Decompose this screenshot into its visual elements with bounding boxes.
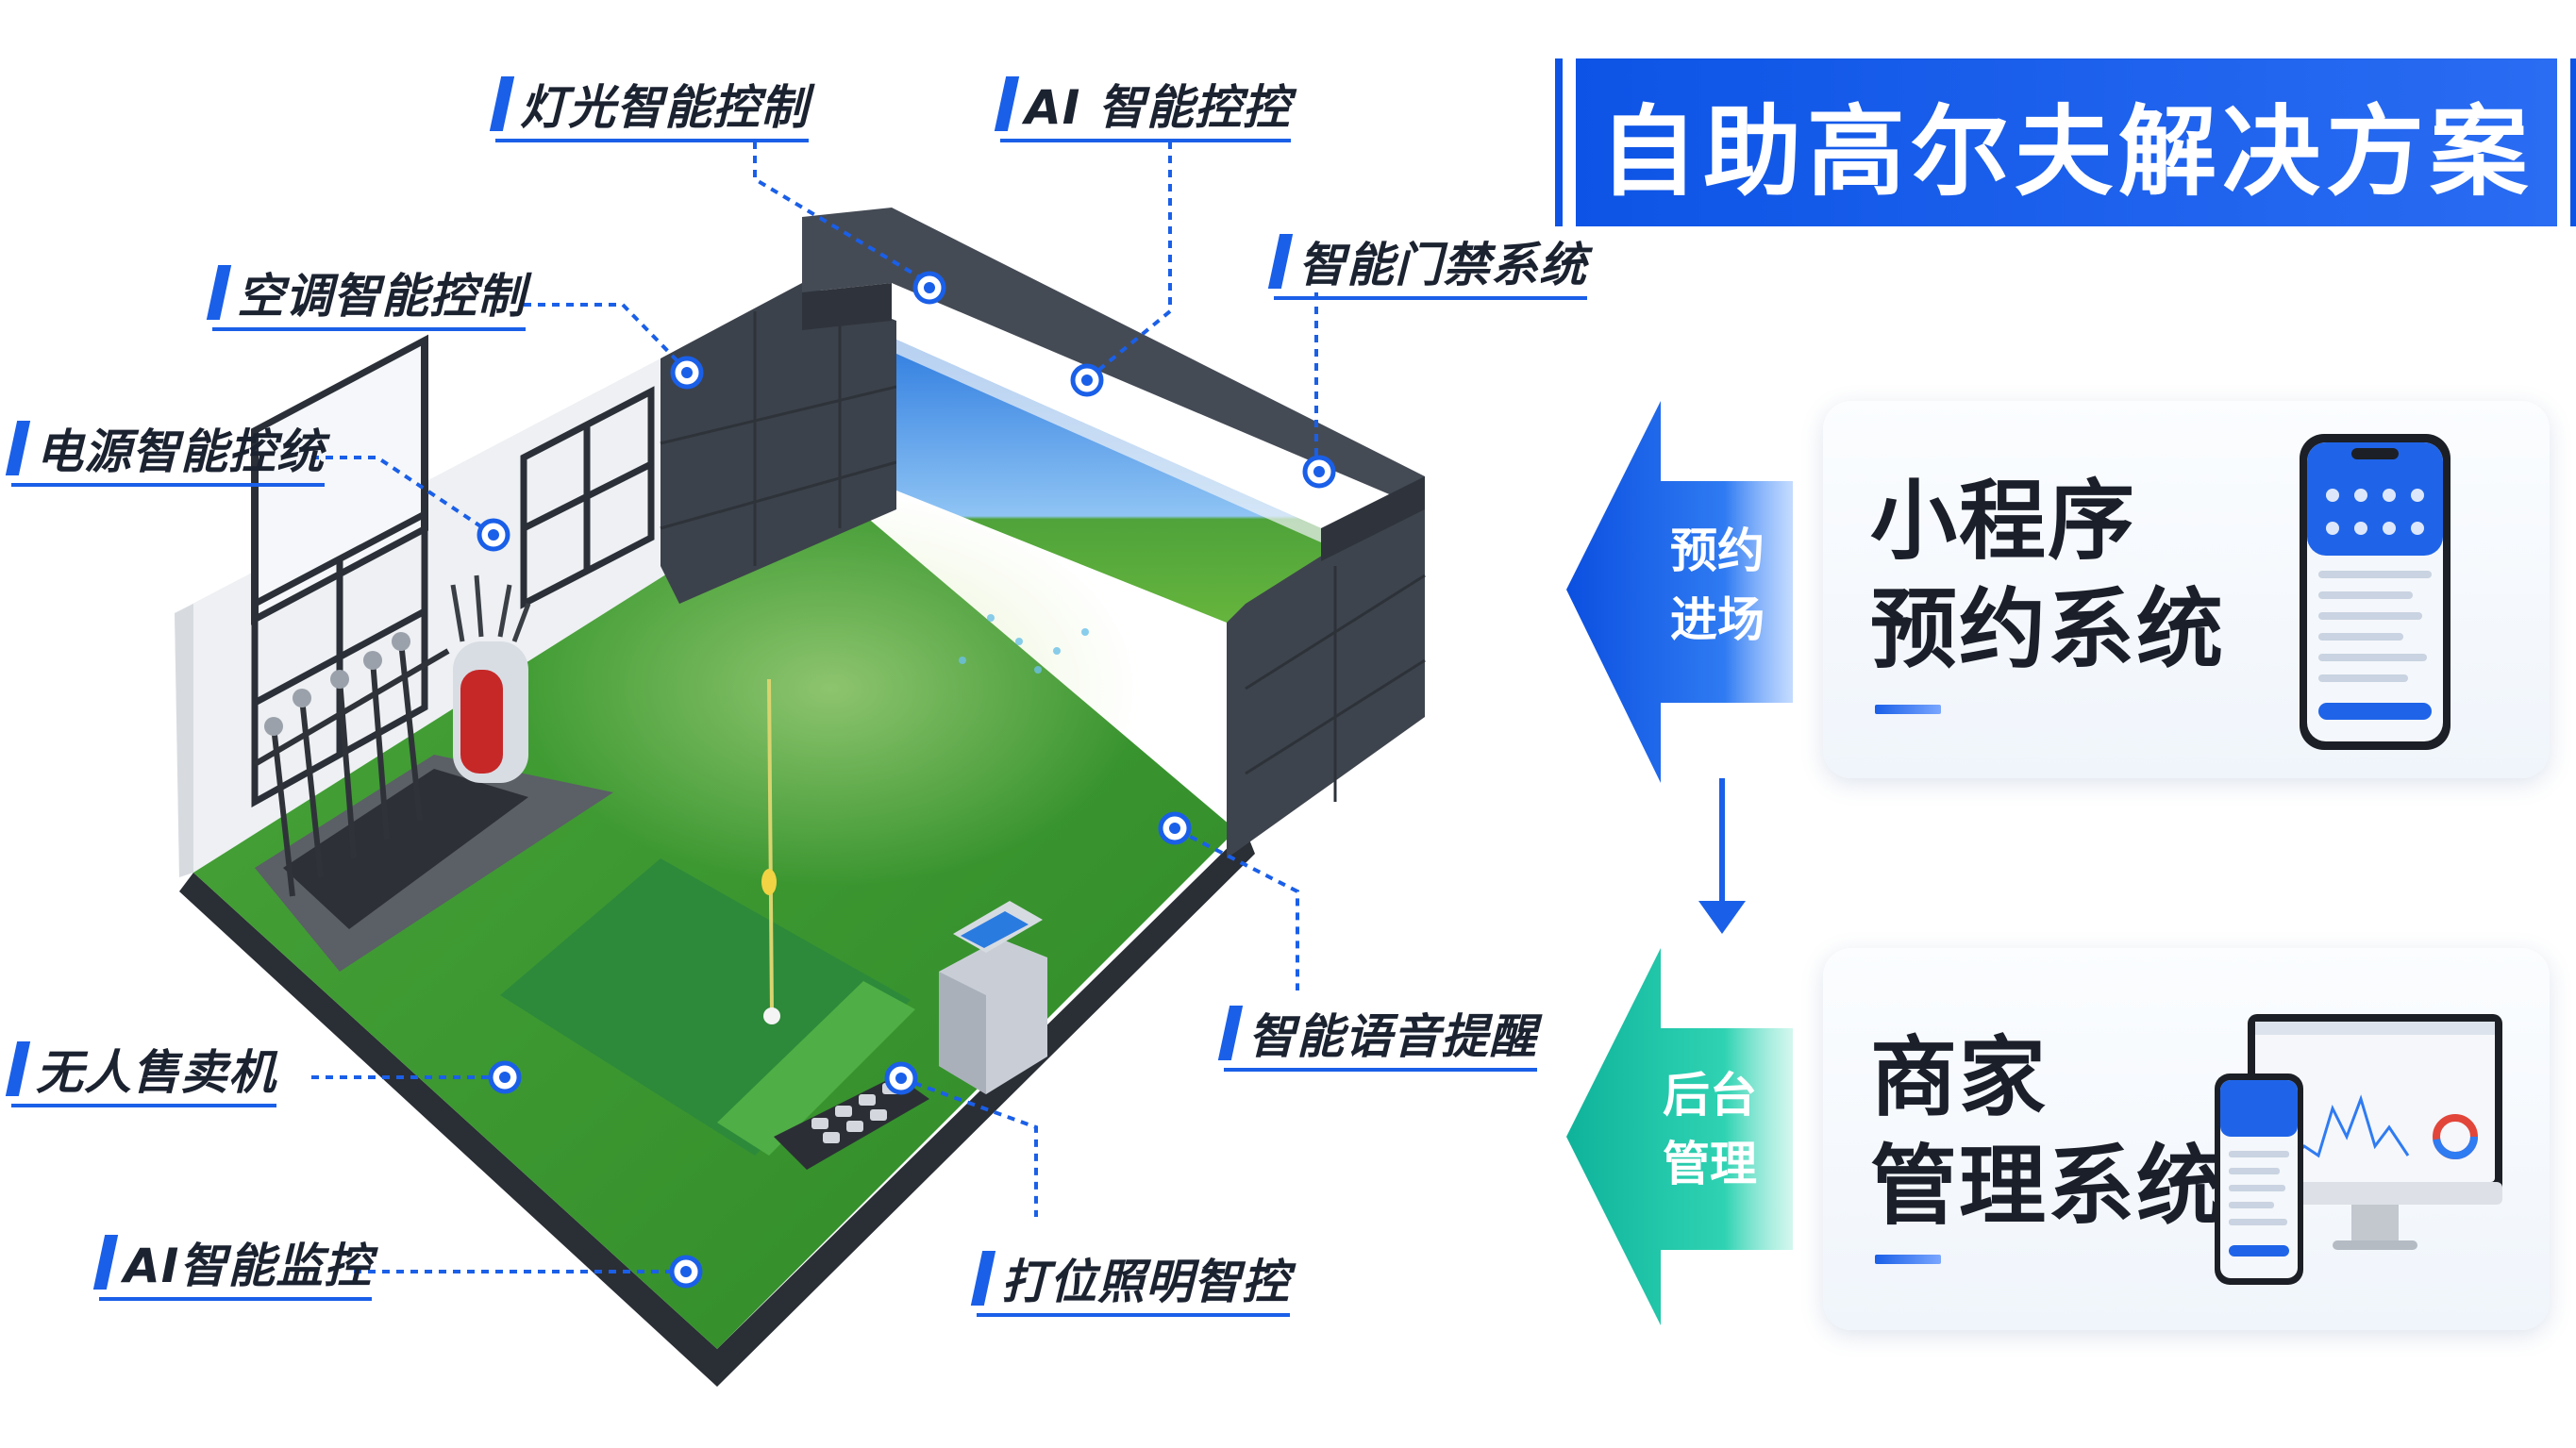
card-merchant[interactable]: 商家 管理系统	[1823, 948, 2550, 1330]
right-wall	[1227, 491, 1425, 858]
callout-bay-light: 打位照明智控	[970, 1245, 1290, 1317]
golf-bag	[450, 574, 531, 783]
callout-ai-control: AI 智能控控	[994, 71, 1291, 142]
down-arrow-icon	[1698, 901, 1746, 934]
flow-arrows	[1566, 401, 1793, 1325]
simulator-screen	[896, 340, 1321, 660]
phone-mockup-icon	[2300, 434, 2451, 750]
golf-clubs	[253, 641, 450, 897]
callout-vending: 无人售卖机	[5, 1036, 276, 1107]
card-merchant-accent	[1875, 1255, 1941, 1264]
page-title: 自助高尔夫解决方案	[1598, 93, 2534, 209]
connector-power	[311, 456, 493, 535]
card-miniprogram[interactable]: 小程序 预约系统	[1823, 401, 2550, 778]
callout-access: 智能门禁系统	[1267, 228, 1587, 300]
connector-ai-control	[1088, 141, 1172, 379]
admin-arrow-shape	[1566, 948, 1793, 1325]
monitor-mockup-icon	[2248, 1014, 2502, 1250]
bay-control-panel	[774, 1075, 929, 1170]
connector-lighting	[753, 141, 931, 285]
golf-room-illustration	[175, 141, 1426, 1387]
callout-power: 电源智能控统	[5, 415, 325, 487]
callout-aircon: 空调智能控制	[206, 259, 526, 331]
solution-title-banner: 自助高尔夫解决方案	[1555, 58, 2576, 226]
vending-kiosk	[939, 901, 1047, 1094]
phone-mockup-small-icon	[2215, 1074, 2303, 1285]
callout-ai-monitor: AI智能监控	[92, 1229, 373, 1301]
back-wall-left	[661, 283, 896, 604]
connector-bay-light	[900, 1076, 1038, 1217]
callout-lighting: 灯光智能控制	[489, 71, 809, 142]
card-miniprogram-accent	[1875, 705, 1941, 714]
connector-aircon	[524, 303, 686, 370]
card-merchant-title: 商家 管理系统	[1870, 1027, 2226, 1237]
booking-arrow-label: 预约 进场	[1670, 524, 1765, 647]
admin-arrow-label: 后台 管理	[1663, 1068, 1757, 1191]
card-miniprogram-title: 小程序 预约系统	[1870, 471, 2226, 680]
callout-voice: 智能语音提醒	[1217, 1000, 1537, 1072]
booking-arrow-shape	[1566, 401, 1793, 783]
connector-voice	[1177, 828, 1299, 990]
